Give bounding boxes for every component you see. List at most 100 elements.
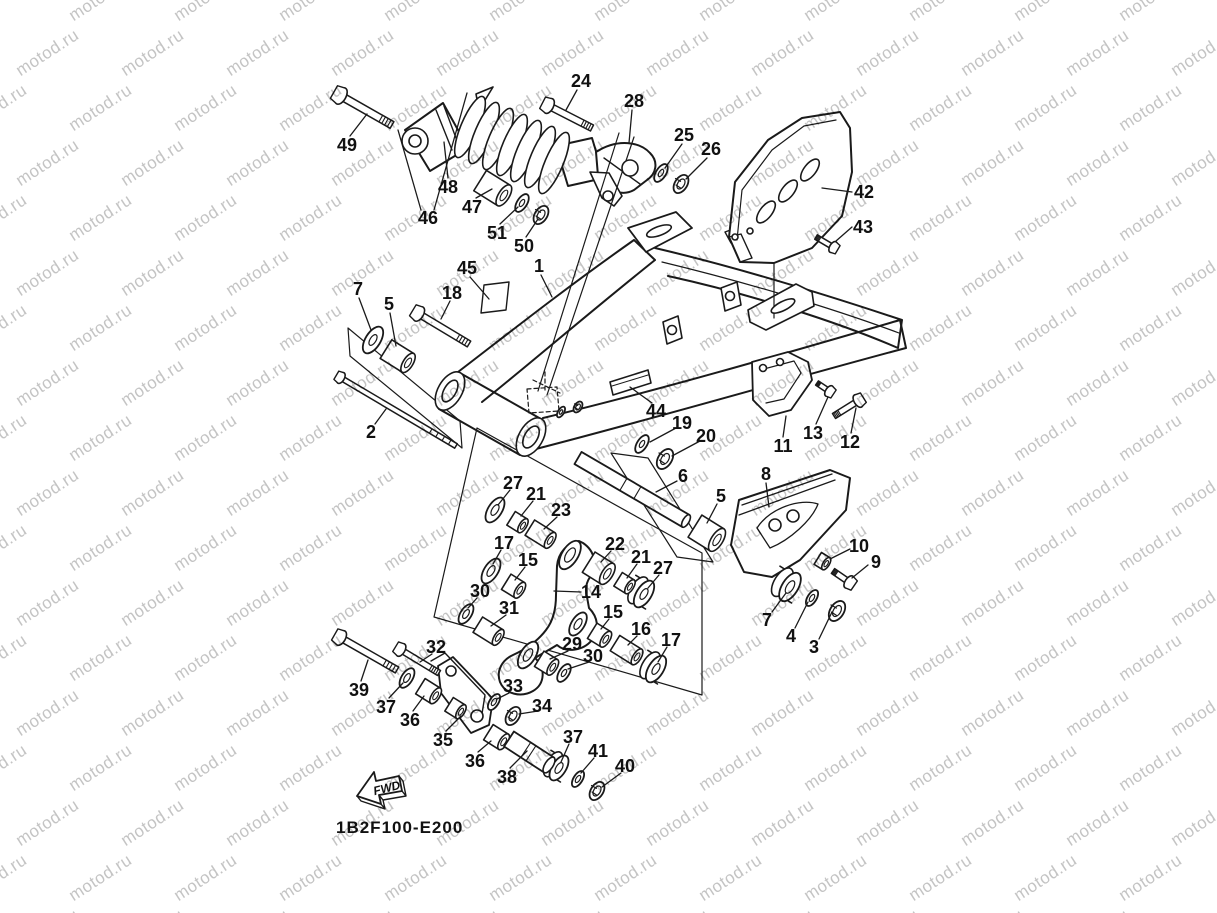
washer-bore [522,648,534,662]
part-label-46: 46 [418,208,438,228]
part-label-21: 21 [526,484,546,504]
leader-line [560,743,570,763]
bushing-bore [457,707,465,716]
hole [758,363,768,373]
hex-nut [572,400,584,414]
bolt-thread [463,338,469,346]
bolt-head-side [853,392,868,408]
bolt-thread [441,435,446,442]
component-outline [756,501,819,549]
part-label-42: 42 [854,182,874,202]
part-label-35: 35 [433,730,453,750]
shaft-end [680,513,692,529]
bolt-head-side [538,96,554,114]
bolt-thread [832,569,837,576]
nut-bore [831,604,843,618]
bolt-thread [835,410,841,417]
bushing-bore [500,737,508,747]
part-label-29: 29 [562,634,582,654]
component-outline [438,372,542,456]
hole [666,324,678,336]
leader-line [443,141,449,179]
part-label-11: 11 [773,436,792,456]
leader-line [685,157,708,180]
leader-line [626,563,638,579]
nut-facet [506,709,514,721]
bolt-thread [391,664,397,672]
part-label-28: 28 [624,91,644,111]
leader-line [540,274,553,298]
leader-line [565,89,578,111]
bolt-thread [817,381,821,387]
washer-bore [518,198,526,208]
part-label-41: 41 [588,741,608,761]
leader-line [514,566,526,581]
leader-line [419,653,433,663]
part-label-31: 31 [499,598,519,618]
component-outline [736,119,837,241]
washer-bore [638,439,646,449]
part-label-37: 37 [563,727,583,747]
washer [570,770,586,788]
bolt-thread [383,117,389,126]
bolt-thread [428,428,433,434]
leader-line [794,601,809,629]
bushing-bore [823,560,830,568]
part-label-20: 20 [696,426,716,446]
leader-line [657,646,668,663]
ellipse-detail [645,224,673,238]
bolt-thread [816,235,820,241]
bolt-thread [585,122,590,130]
component-outline [609,369,652,396]
ellipse-detail [441,379,459,403]
part-label-24: 24 [571,71,591,91]
leader-line [469,276,490,300]
part-label-40: 40 [615,756,635,776]
leader-line [475,188,493,199]
nut-facet [574,403,579,410]
leader-line [477,740,492,753]
leader-line [647,574,660,589]
shaft [573,451,691,528]
bushing-bore [633,652,641,662]
part-label-7: 7 [762,610,772,630]
washer-bore [554,762,564,774]
part-label-12: 12 [840,432,860,452]
washer [556,405,566,419]
leader-line [349,113,368,137]
washer [484,496,506,524]
bolt-thread [580,119,585,127]
component-outline [480,281,510,314]
bushing-face [598,562,616,586]
bolt-thread [428,664,433,672]
part-label-36: 36 [465,751,485,771]
leader-line [549,650,569,660]
part-label-18: 18 [442,283,462,303]
part-label-33: 33 [503,676,523,696]
part-label-30: 30 [470,581,490,601]
leader-line [821,187,853,193]
bushing-bore [546,535,554,545]
washer-bore [651,663,661,675]
leader-line [850,407,857,434]
leader-line [497,489,511,506]
part-label-43: 43 [853,217,873,237]
part-label-17: 17 [661,630,681,650]
bolt-thread [817,236,822,242]
leader-line [543,516,558,530]
nut-facet [534,208,542,220]
hole [408,134,422,148]
bolt-thread [461,337,466,345]
part-label-44: 44 [646,401,666,421]
part-label-23: 23 [551,500,571,520]
leader-line [389,312,397,347]
part-label-5: 5 [384,294,394,314]
leader-line [553,590,582,593]
leader-line [492,549,502,565]
part-label-51: 51 [487,223,507,243]
bolt-thread [432,667,437,674]
leader-line [851,564,869,579]
bushing-bore [549,662,557,672]
bolt-head-side [329,85,347,105]
